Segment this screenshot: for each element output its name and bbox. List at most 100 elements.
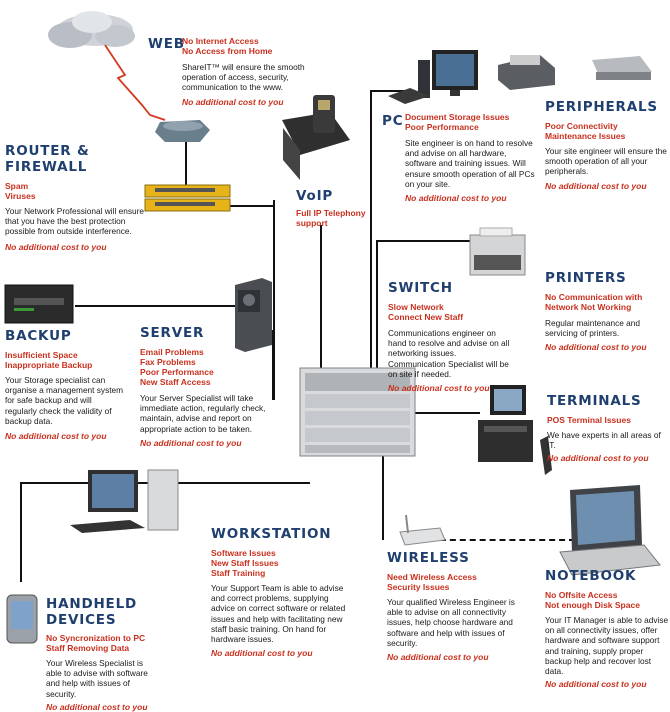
terminals-body: We have experts in all areas of IT.: [547, 430, 661, 451]
router-switch-link: [215, 205, 275, 207]
pos-terminal-icon: [478, 385, 552, 475]
voip-issue-1: Full IP Telephony support: [296, 208, 366, 228]
notebook-title: NOTEBOOK: [545, 568, 637, 584]
peripherals-title: PERIPHERALS: [545, 99, 658, 115]
printer-link-h: [376, 240, 471, 242]
web-section: WEB: [148, 36, 185, 52]
wireless-ap-icon: [399, 514, 446, 546]
voip-link: [320, 225, 322, 395]
backup-title: BACKUP: [5, 328, 72, 344]
voip-section: VoIP Full IP Telephony support: [296, 188, 376, 228]
router-body: Your Network Professional will ensure th…: [5, 206, 144, 237]
pc-details: Document Storage Issues Poor Performance…: [405, 112, 535, 203]
web-issue-1: No Internet Access: [182, 36, 259, 46]
switch-issue-1: Slow Network: [388, 302, 444, 312]
wireless-issue-2: Security Issues: [387, 582, 450, 592]
pc-section: PC: [382, 113, 403, 129]
router-issue-1: Spam: [5, 181, 29, 191]
workstation-body: Your Support Team is able to advise and …: [211, 583, 346, 645]
web-title: WEB: [148, 36, 185, 52]
backup-issue-2: Inappropriate Backup: [5, 360, 93, 370]
server-link: [272, 330, 274, 400]
printers-body: Regular maintenance and servicing of pri…: [545, 318, 641, 339]
server-tower-icon: [235, 278, 272, 352]
server-issue-1: Email Problems: [140, 347, 204, 357]
handheld-issue-2: Staff Removing Data: [46, 643, 130, 653]
switch-body: Communications engineer on hand to resol…: [388, 328, 510, 379]
printers-issue-2: Network Not Working: [545, 302, 632, 312]
server-issue-4: New Staff Access: [140, 377, 211, 387]
laser-printer-icon: [469, 227, 526, 276]
router-issue-2: Viruses: [5, 191, 36, 201]
notebook-section: NOTEBOOK No Offsite Access Not enough Di…: [545, 568, 669, 689]
server-title: SERVER: [140, 325, 205, 341]
workstation-issue-3: Staff Training: [211, 568, 266, 578]
switch-section: SWITCH Slow Network Connect New Staff Co…: [388, 280, 513, 393]
voip-phone-icon: [282, 95, 350, 180]
server-section: SERVER Email Problems Fax Problems Poor …: [140, 325, 270, 448]
workstation-issue-2: New Staff Issues: [211, 558, 279, 568]
wireless-body: Your qualified Wireless Engineer is able…: [387, 597, 515, 648]
switch-nocost: No additional cost to you: [388, 383, 490, 394]
pc-nocost: No additional cost to you: [405, 193, 507, 204]
pc-title: PC: [382, 113, 404, 129]
router-section: ROUTER & FIREWALL Spam Viruses Your Netw…: [5, 143, 145, 252]
switch-issue-2: Connect New Staff: [388, 312, 464, 322]
printers-nocost: No additional cost to you: [545, 342, 647, 353]
terminals-issue-1: POS Terminal Issues: [547, 415, 631, 425]
wireless-link: [382, 455, 384, 540]
pc-link-h: [370, 90, 415, 92]
wireless-nocost: No additional cost to you: [387, 652, 489, 663]
notebook-issue-2: Not enough Disk Space: [545, 600, 640, 610]
handheld-section: HANDHELD DEVICES No Syncronization to PC…: [46, 596, 196, 712]
backup-body: Your Storage specialist can organise a m…: [5, 375, 124, 426]
server-issue-3: Poor Performance: [140, 367, 214, 377]
terminals-nocost: No additional cost to you: [547, 453, 649, 464]
printers-title: PRINTERS: [545, 270, 627, 286]
desktop-pc-icon: [70, 469, 179, 533]
printer-icon: [498, 55, 555, 90]
peripherals-body: Your site engineer will ensure the smoot…: [545, 146, 667, 177]
backup-issue-1: Insufficient Space: [5, 350, 78, 360]
router-icon: [155, 120, 210, 142]
handheld-nocost: No additional cost to you: [46, 701, 148, 712]
peripherals-nocost: No additional cost to you: [545, 180, 647, 191]
pc-icon: [388, 50, 478, 104]
handheld-issue-1: No Syncronization to PC: [46, 633, 146, 643]
web-issue-2: No Access from Home: [182, 46, 273, 56]
lightning-icon: [104, 44, 166, 121]
server-body: Your Server Specialist will take immedia…: [140, 393, 266, 434]
switch-icon: [144, 184, 231, 212]
web-body: ShareIT™ will ensure the smooth operatio…: [182, 62, 305, 93]
notebook-body: Your IT Manager is able to advise on all…: [545, 615, 669, 677]
voip-title: VoIP: [296, 188, 334, 204]
printer-link: [376, 240, 378, 395]
terminals-title: TERMINALS: [547, 393, 642, 409]
router-nocost: No additional cost to you: [5, 241, 107, 252]
router-title: ROUTER & FIREWALL: [5, 143, 90, 175]
workstation-nocost: No additional cost to you: [211, 648, 313, 659]
peripherals-section: PERIPHERALS Poor Connectivity Maintenanc…: [545, 99, 667, 191]
pc-issue-1: Document Storage Issues: [405, 112, 510, 122]
backup-section: BACKUP Insufficient Space Inappropriate …: [5, 328, 125, 441]
peripherals-issue-1: Poor Connectivity: [545, 121, 618, 131]
server-nocost: No additional cost to you: [140, 437, 242, 448]
cloud-icon: [48, 11, 135, 48]
printers-issue-1: No Communication with: [545, 292, 643, 302]
scanner-icon: [592, 56, 652, 80]
wireless-issue-1: Need Wireless Access: [387, 572, 477, 582]
main-vertical-link: [273, 200, 275, 400]
terminal-link: [410, 412, 480, 414]
printers-section: PRINTERS No Communication with Network N…: [545, 270, 667, 352]
pc-body: Site engineer is on hand to resolve and …: [405, 138, 535, 189]
handheld-title: HANDHELD DEVICES: [46, 596, 137, 628]
workstation-issue-1: Software Issues: [211, 548, 276, 558]
workstation-title: WORKSTATION: [211, 526, 332, 542]
terminals-section: TERMINALS POS Terminal Issues We have ex…: [547, 393, 667, 463]
workstation-section: WORKSTATION Software Issues New Staff Is…: [211, 526, 349, 658]
router-link: [185, 138, 187, 188]
pc-link: [370, 90, 372, 395]
handheld-body: Your Wireless Specialist is able to advi…: [46, 658, 148, 699]
notebook-issue-1: No Offsite Access: [545, 590, 618, 600]
laptop-icon: [559, 485, 661, 576]
